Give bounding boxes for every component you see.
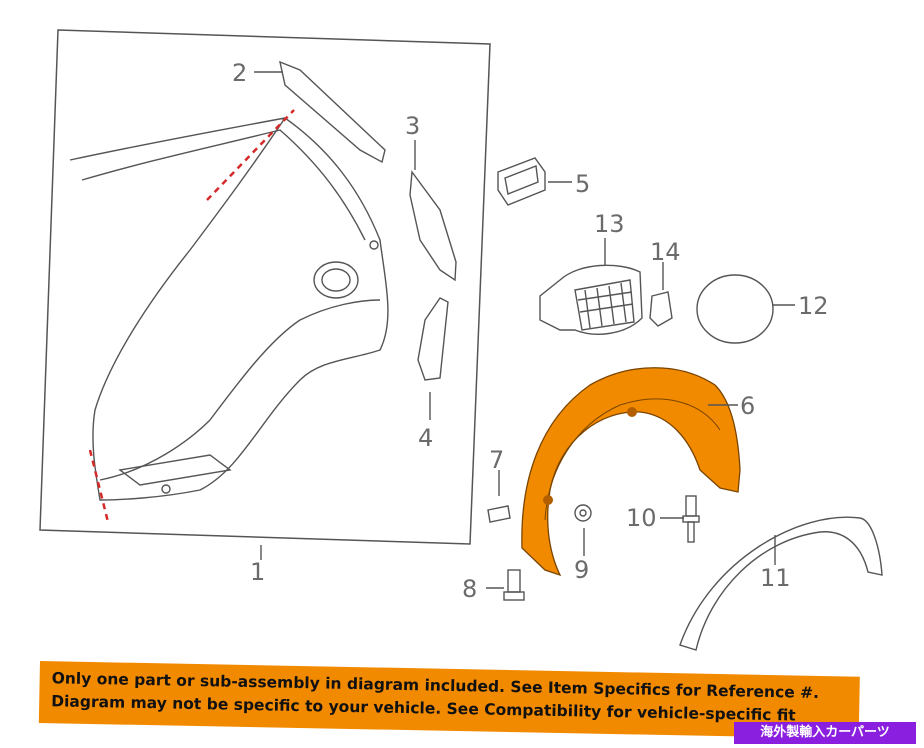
leader-lines bbox=[254, 71, 795, 589]
callout-3: 3 bbox=[405, 112, 420, 140]
part-3-drawing bbox=[409, 170, 457, 282]
part-9-drawing bbox=[574, 504, 592, 522]
part-12-drawing bbox=[696, 274, 774, 344]
part-5-drawing bbox=[497, 157, 546, 206]
dashed-cut-line-upper bbox=[206, 109, 295, 201]
callout-2: 2 bbox=[232, 59, 247, 87]
dashed-cut-line-lower bbox=[88, 449, 110, 523]
part-13-drawing bbox=[539, 264, 643, 335]
callout-7: 7 bbox=[489, 446, 504, 474]
callout-9: 9 bbox=[574, 556, 589, 584]
part-10-drawing bbox=[682, 495, 700, 543]
part-6-wheel-liner bbox=[521, 367, 741, 577]
callout-4: 4 bbox=[418, 424, 433, 452]
quarter-panel-frame bbox=[39, 29, 491, 545]
callout-10: 10 bbox=[626, 504, 657, 532]
callout-6: 6 bbox=[740, 392, 755, 420]
callout-13: 13 bbox=[594, 210, 625, 238]
part-4-drawing bbox=[417, 297, 449, 381]
part-11-drawing bbox=[679, 516, 883, 651]
part-2-drawing bbox=[279, 60, 386, 164]
part-7-drawing bbox=[487, 505, 511, 523]
callout-5: 5 bbox=[575, 170, 590, 198]
callout-14: 14 bbox=[650, 238, 681, 266]
part-14-drawing bbox=[649, 291, 673, 327]
quarter-panel-drawing bbox=[69, 117, 389, 501]
callout-8: 8 bbox=[462, 575, 477, 603]
callout-11: 11 bbox=[760, 564, 791, 592]
part-8-drawing bbox=[503, 569, 525, 601]
import-parts-badge: 海外製輸入カーパーツ bbox=[734, 722, 916, 744]
callout-1: 1 bbox=[250, 558, 265, 586]
callout-12: 12 bbox=[798, 292, 829, 320]
